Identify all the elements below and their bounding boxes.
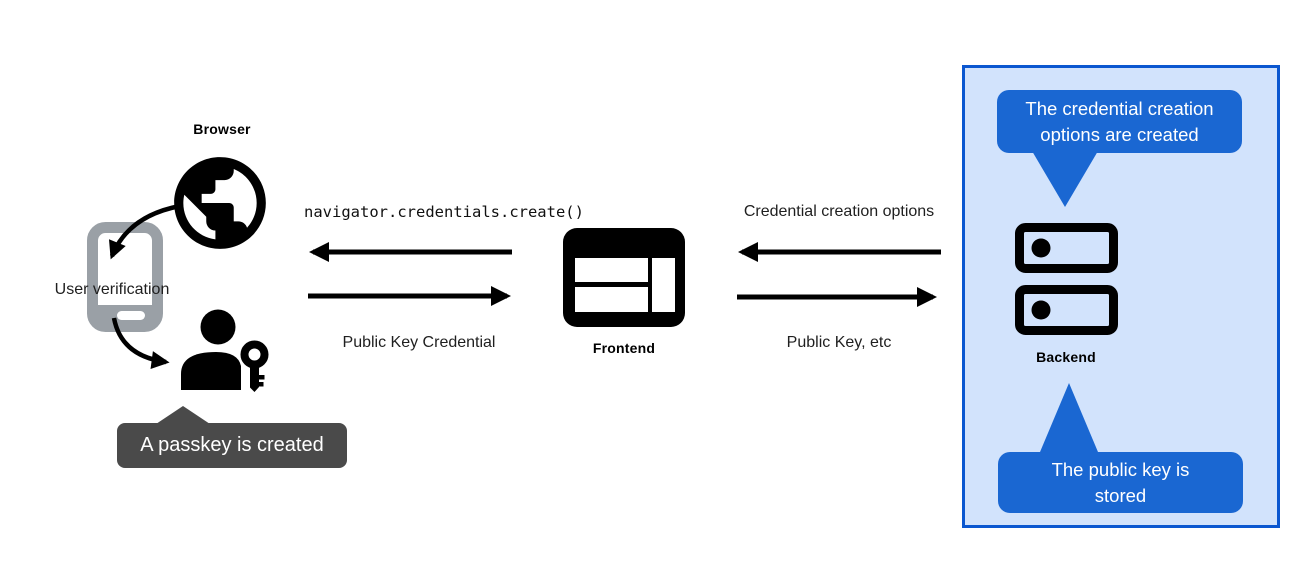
- globe-icon: [165, 148, 275, 258]
- backend-top-callout: The credential creation options are crea…: [997, 90, 1242, 153]
- frontend-label: Frontend: [592, 340, 656, 356]
- passkey-tooltip: A passkey is created: [117, 423, 347, 468]
- server-icon: [1015, 223, 1118, 335]
- credential-creation-options-label: Credential creation options: [743, 203, 935, 220]
- smartphone-icon: [87, 222, 163, 332]
- person-key-icon: [178, 306, 270, 392]
- backend-label: Backend: [1036, 349, 1096, 365]
- browser-window-icon: [563, 228, 685, 327]
- backend-bottom-callout: The public key is stored: [998, 452, 1243, 513]
- browser-label: Browser: [193, 121, 251, 137]
- backend-bottom-callout-text: The public key is stored: [1051, 458, 1190, 506]
- public-key-credential-label: Public Key Credential: [342, 334, 496, 351]
- user-verification-label: User verification: [54, 281, 170, 298]
- passkey-tooltip-pointer: [156, 406, 210, 424]
- create-call-label: navigator.credentials.create(): [304, 203, 584, 221]
- backend-panel: The credential creation options are crea…: [962, 65, 1280, 528]
- public-key-etc-label: Public Key, etc: [786, 334, 892, 351]
- backend-top-callout-tail: [1032, 151, 1098, 207]
- backend-top-callout-text: The credential creation options are crea…: [1025, 97, 1214, 145]
- backend-bottom-callout-tail: [1040, 383, 1098, 452]
